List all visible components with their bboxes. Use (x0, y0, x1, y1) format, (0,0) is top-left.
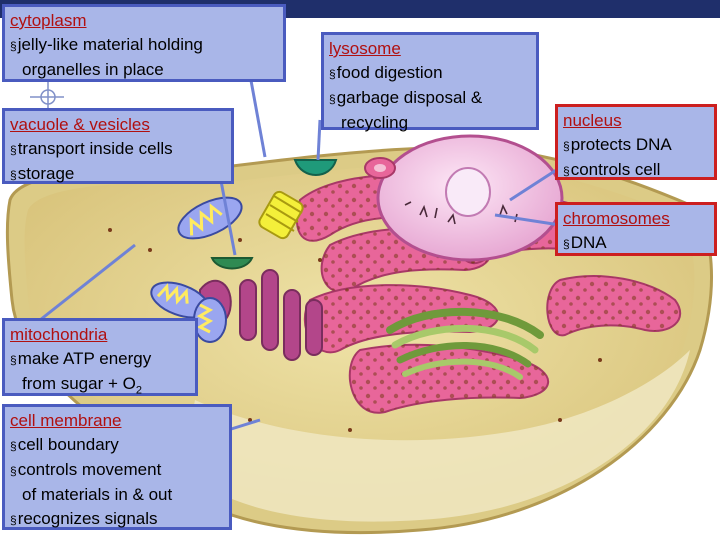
bullet-icon: § (10, 353, 17, 367)
lysosome-line: recycling (341, 113, 409, 132)
bullet-icon: § (329, 92, 336, 106)
oxygen-subscript: 2 (135, 384, 142, 397)
chromosomes-line: DNA (570, 233, 607, 252)
chromosome-strands (404, 201, 518, 225)
vacuole (210, 257, 254, 270)
bullet-icon: § (10, 439, 17, 453)
cell-membrane-line: controls movement (17, 460, 162, 479)
cytoplasm-title: cytoplasm (10, 11, 87, 30)
mitochondria-title: mitochondria (10, 325, 108, 344)
mitochondria-line: from sugar + O (22, 374, 136, 393)
lysosome-line: garbage disposal & (336, 88, 483, 107)
cell-membrane-line: cell boundary (17, 435, 119, 454)
pointer-lines (39, 74, 596, 432)
bullet-icon: § (10, 39, 17, 53)
label-chromosomes: chromosomes §DNA (555, 202, 717, 256)
mitochondrion-3 (193, 297, 227, 343)
cell-membrane-line: of materials in & out (22, 485, 173, 504)
label-cell-membrane: cell membrane §cell boundary §controls m… (2, 404, 232, 530)
nucleus-line: protects DNA (570, 135, 672, 154)
bullet-icon: § (10, 513, 17, 527)
nucleolus (445, 167, 491, 217)
cytoplasm-line: organelles in place (22, 60, 164, 79)
label-cytoplasm: cytoplasm §jelly-like material holding o… (2, 4, 286, 82)
bullet-icon: § (10, 168, 17, 182)
label-mitochondria: mitochondria §make ATP energy from sugar… (2, 318, 198, 396)
nucleus-line: controls cell (570, 160, 661, 179)
cell-membrane-line: recognizes signals (17, 509, 158, 528)
label-lysosome: lysosome §food digestion §garbage dispos… (321, 32, 539, 132)
vacuole-title: vacuole & vesicles (10, 115, 150, 134)
golgi-apparatus (386, 307, 544, 380)
bullet-icon: § (10, 464, 17, 478)
bullet-icon: § (329, 67, 336, 81)
lysosome-title: lysosome (329, 39, 401, 58)
label-vacuole: vacuole & vesicles §transport inside cel… (2, 108, 234, 184)
mitochondria-line: make ATP energy (17, 349, 152, 368)
bullet-icon: § (10, 143, 17, 157)
lysosome (293, 159, 338, 176)
label-nucleus: nucleus §protects DNA §controls cell (555, 104, 717, 180)
centriole (258, 190, 304, 240)
bullet-icon: § (563, 139, 570, 153)
chromosomes-title: chromosomes (563, 209, 670, 228)
vacuole-line: storage (17, 164, 75, 183)
nucleus-title: nucleus (563, 111, 622, 130)
cytoplasm-lower-band (182, 350, 690, 522)
lysosome-line: food digestion (336, 63, 443, 82)
cell-membrane-title: cell membrane (10, 411, 122, 430)
vesicle (364, 157, 396, 179)
bullet-icon: § (563, 237, 570, 251)
nucleus (376, 134, 564, 262)
bullet-icon: § (563, 164, 570, 178)
cytoplasm-line: jelly-like material holding (17, 35, 203, 54)
vacuole-line: transport inside cells (17, 139, 173, 158)
